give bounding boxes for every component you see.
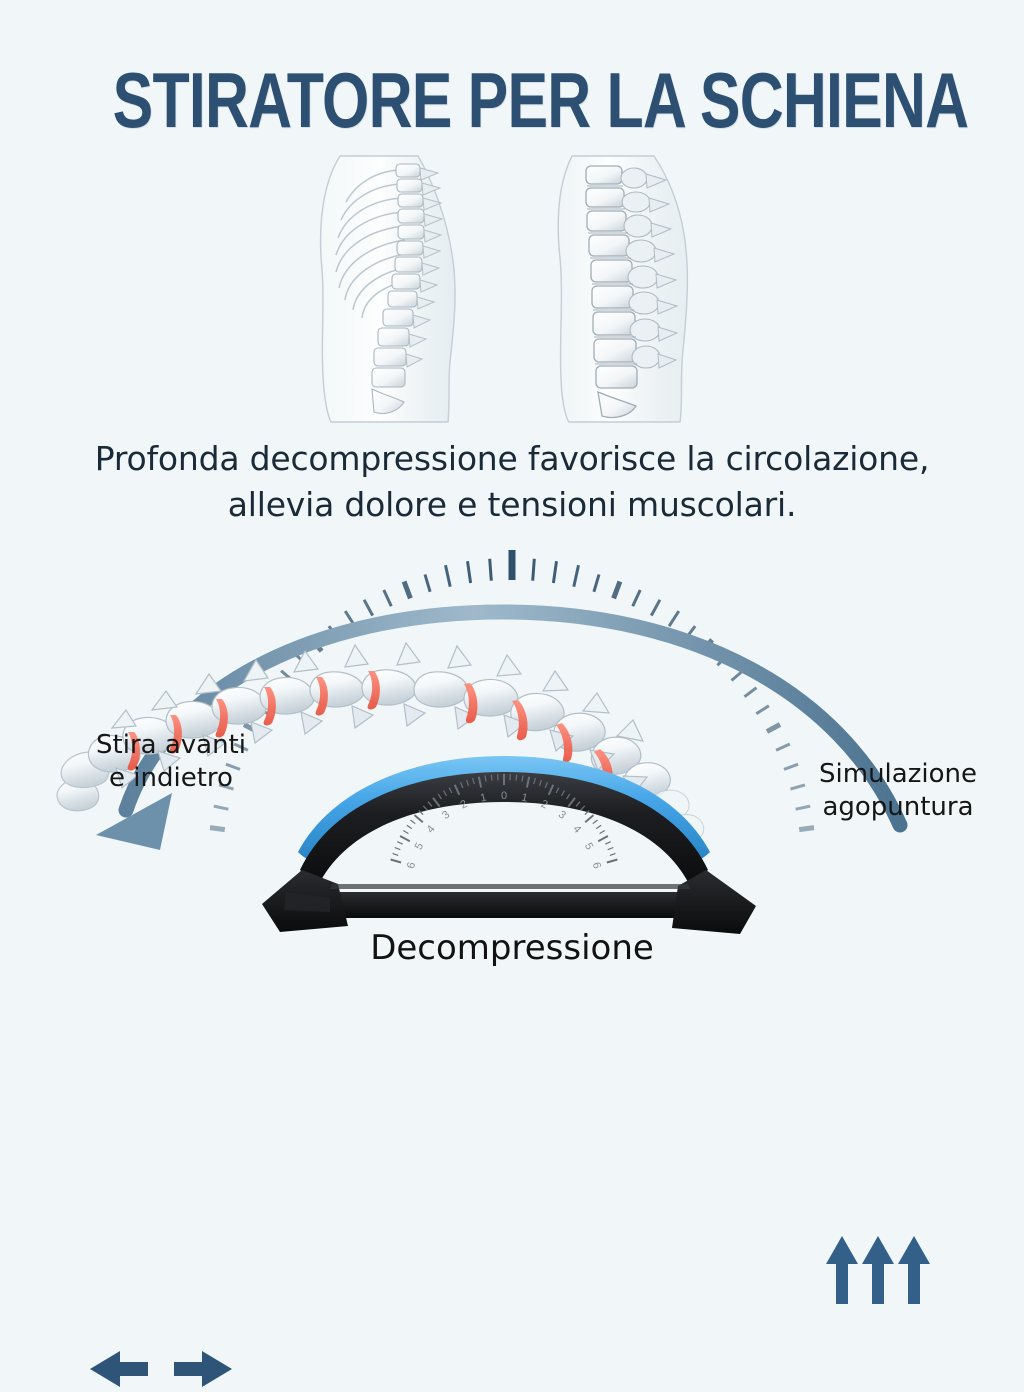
device-crossbar (322, 892, 700, 918)
svg-text:6: 6 (405, 861, 418, 870)
caption-decompression: Decompressione (0, 928, 1024, 968)
svg-text:5: 5 (582, 841, 595, 852)
torso-ribcage-spine-illustration (298, 150, 488, 425)
page-title: STIRATORE PER LA SCHIENA (113, 58, 912, 142)
subtitle: Profonda decompressione favorisce la cir… (62, 436, 962, 528)
svg-text:3: 3 (440, 809, 452, 822)
three-up-arrows-icon (826, 1234, 930, 1306)
subtitle-line-2: allevia dolore e tensioni muscolari. (62, 482, 962, 528)
svg-text:5: 5 (413, 841, 426, 852)
label-right-line-2: agopuntura (778, 791, 1018, 824)
svg-text:6: 6 (590, 861, 603, 870)
svg-text:3: 3 (556, 809, 568, 822)
svg-text:0: 0 (501, 790, 507, 802)
label-left-line-2: e indietro (46, 762, 296, 795)
anatomy-illustration-row (0, 150, 1024, 435)
left-right-arrows-icon (86, 1346, 236, 1392)
device-foot-right (672, 870, 756, 934)
poster-canvas: STIRATORE PER LA SCHIENA (0, 0, 1024, 1024)
subtitle-line-1: Profonda decompressione favorisce la cir… (62, 436, 962, 482)
svg-text:4: 4 (425, 823, 438, 835)
label-acupuncture-simulation: Simulazione agopuntura (778, 758, 1018, 824)
label-right-line-1: Simulazione (778, 758, 1018, 791)
svg-text:4: 4 (570, 823, 583, 835)
label-stretch-back-and-forth: Stira avanti e indietro (46, 729, 296, 795)
label-left-line-1: Stira avanti (46, 729, 296, 762)
lumbar-spine-illustration (528, 150, 718, 425)
